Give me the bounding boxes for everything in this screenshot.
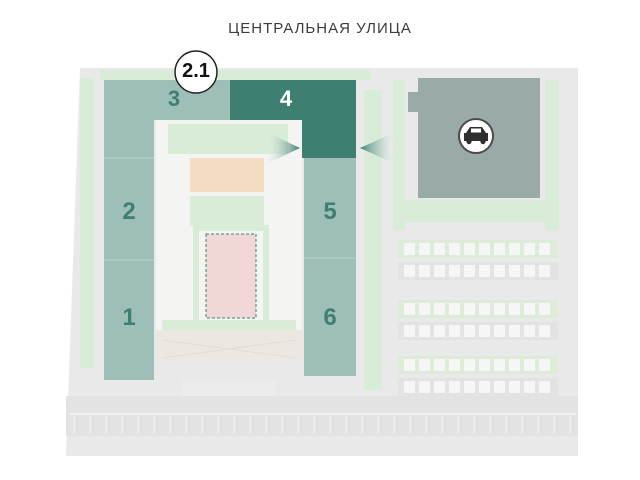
entrance-arrow-icon-left (262, 130, 300, 166)
south-parking-stalls (73, 416, 571, 434)
parking-space (479, 265, 490, 277)
parking-space (539, 243, 550, 255)
parking-space (449, 325, 460, 337)
parking-space (419, 243, 430, 255)
parking-space (434, 265, 445, 277)
parking-space (434, 359, 445, 371)
parking-space (449, 265, 460, 277)
parking-space (449, 243, 460, 255)
parking-space (524, 243, 535, 255)
parking-space (524, 325, 535, 337)
building-4-label[interactable]: 4 (279, 86, 293, 111)
parking-space (509, 325, 520, 337)
east-parking (398, 240, 558, 396)
parking-space (404, 303, 415, 315)
parking-space (539, 325, 550, 337)
parking-space (449, 381, 460, 393)
building-1 (104, 260, 154, 380)
parking-space (434, 243, 445, 255)
lawn-strip-right (545, 80, 559, 230)
car-icon (464, 127, 488, 145)
parking-space (524, 303, 535, 315)
lawn-strip-north (100, 70, 370, 80)
parking-space (464, 381, 475, 393)
parking-space (524, 381, 535, 393)
parking-space (509, 303, 520, 315)
building-4 (230, 80, 356, 120)
parking-space (524, 265, 535, 277)
lawn-courtyard-bottom (162, 320, 296, 330)
parking-space (494, 265, 505, 277)
parking-space (404, 381, 415, 393)
building-1-label[interactable]: 1 (122, 304, 136, 331)
parking-space (434, 325, 445, 337)
parking-space (449, 303, 460, 315)
entrance-arrow-icon-right (360, 130, 400, 166)
parking-space (404, 243, 415, 255)
parking-space (419, 359, 430, 371)
parking-space (419, 325, 430, 337)
parking-space (494, 303, 505, 315)
parking-space (434, 381, 445, 393)
bottom-driveway (182, 380, 276, 396)
parking-space (404, 325, 415, 337)
building-2-label[interactable]: 2 (122, 198, 136, 225)
parking-space (434, 303, 445, 315)
parking-space (494, 359, 505, 371)
lawn-block-ne (405, 200, 545, 222)
parking-space (449, 359, 460, 371)
parking-space (419, 303, 430, 315)
parking-space (479, 359, 490, 371)
parking-space (509, 359, 520, 371)
building-5 (304, 158, 356, 258)
building-3-label[interactable]: 3 (167, 86, 181, 111)
parking-space (464, 303, 475, 315)
building-6-label[interactable]: 6 (323, 304, 337, 331)
parking-space (464, 325, 475, 337)
parking-space (509, 265, 520, 277)
parking-space (494, 243, 505, 255)
parking-space (419, 265, 430, 277)
parking-space (539, 303, 550, 315)
courtyard-paths (156, 330, 302, 360)
parking-space (479, 303, 490, 315)
building-5-label[interactable]: 5 (323, 198, 337, 225)
lawn-strip-west (80, 78, 94, 368)
parking-space (479, 325, 490, 337)
parking-space (419, 381, 430, 393)
parking-space (464, 243, 475, 255)
street-label: ЦЕНТРАЛЬНАЯ УЛИЦА (228, 20, 412, 37)
parking-space (464, 265, 475, 277)
sports-court (205, 233, 257, 319)
lawn-courtyard-mid (190, 196, 264, 226)
sandbox-area (190, 158, 264, 192)
parking-space (464, 359, 475, 371)
south-road (66, 396, 578, 436)
parking-space (404, 359, 415, 371)
phase-badge-label: 2.1 (182, 60, 210, 82)
parking-space (539, 359, 550, 371)
lawn-strip-east2 (393, 80, 405, 230)
phase-badge (174, 50, 218, 94)
parking-space (479, 243, 490, 255)
lawn-strip-east (364, 90, 382, 390)
parking-space (494, 325, 505, 337)
parking-space (539, 381, 550, 393)
parking-space (404, 265, 415, 277)
parking-space (479, 381, 490, 393)
building-4-wing (302, 120, 356, 158)
parking-space (539, 265, 550, 277)
parking-space (509, 243, 520, 255)
building-2 (104, 120, 154, 260)
parking-space (524, 359, 535, 371)
parking-space (494, 381, 505, 393)
parking-space (509, 381, 520, 393)
building-6 (304, 258, 356, 376)
